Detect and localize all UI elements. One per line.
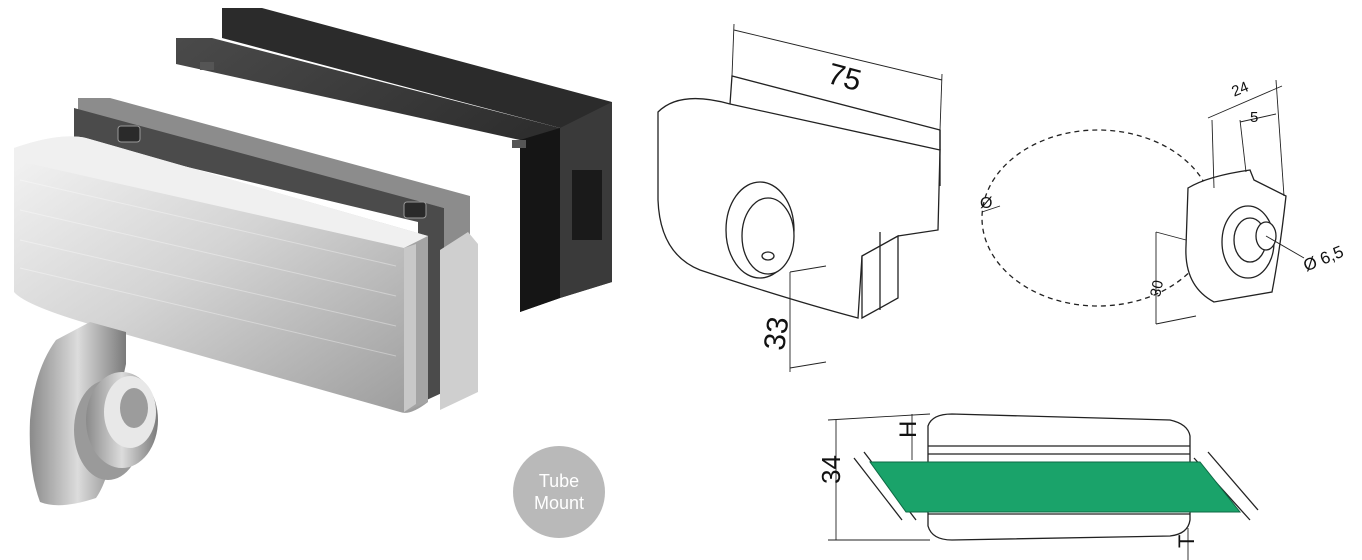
rubber-insert-image xyxy=(176,8,612,312)
dimension-h-label: H xyxy=(895,421,922,438)
dimension-overall-label: 34 xyxy=(816,455,846,484)
side-view-drawing xyxy=(981,79,1305,325)
tube-mount-badge: Tube Mount xyxy=(513,446,605,538)
dimension-side-height-label: 30 xyxy=(1147,279,1167,299)
glass-panel xyxy=(869,461,1242,513)
steel-clamp-image xyxy=(14,136,478,413)
gasket-image xyxy=(74,98,470,404)
badge-line-1: Tube xyxy=(538,471,580,491)
dimension-offset-label: 5 xyxy=(1250,109,1258,126)
hole-diameter-label: Ø 6,5 xyxy=(1301,242,1347,275)
tube-mount-image xyxy=(29,322,158,506)
diameter-symbol-label: Ø xyxy=(980,195,992,212)
technical-drawings: 75 33 24 5 Ø Ø 6,5 30 xyxy=(657,23,1347,560)
dimension-height-label: 33 xyxy=(758,315,795,353)
badge-line-2: Mount xyxy=(533,493,585,513)
product-photo xyxy=(14,8,612,506)
dimension-length-label: 75 xyxy=(824,57,865,98)
dimension-width-label: 24 xyxy=(1229,78,1251,100)
dimension-t-label: T xyxy=(1174,535,1199,548)
iso-view-drawing xyxy=(657,23,943,372)
